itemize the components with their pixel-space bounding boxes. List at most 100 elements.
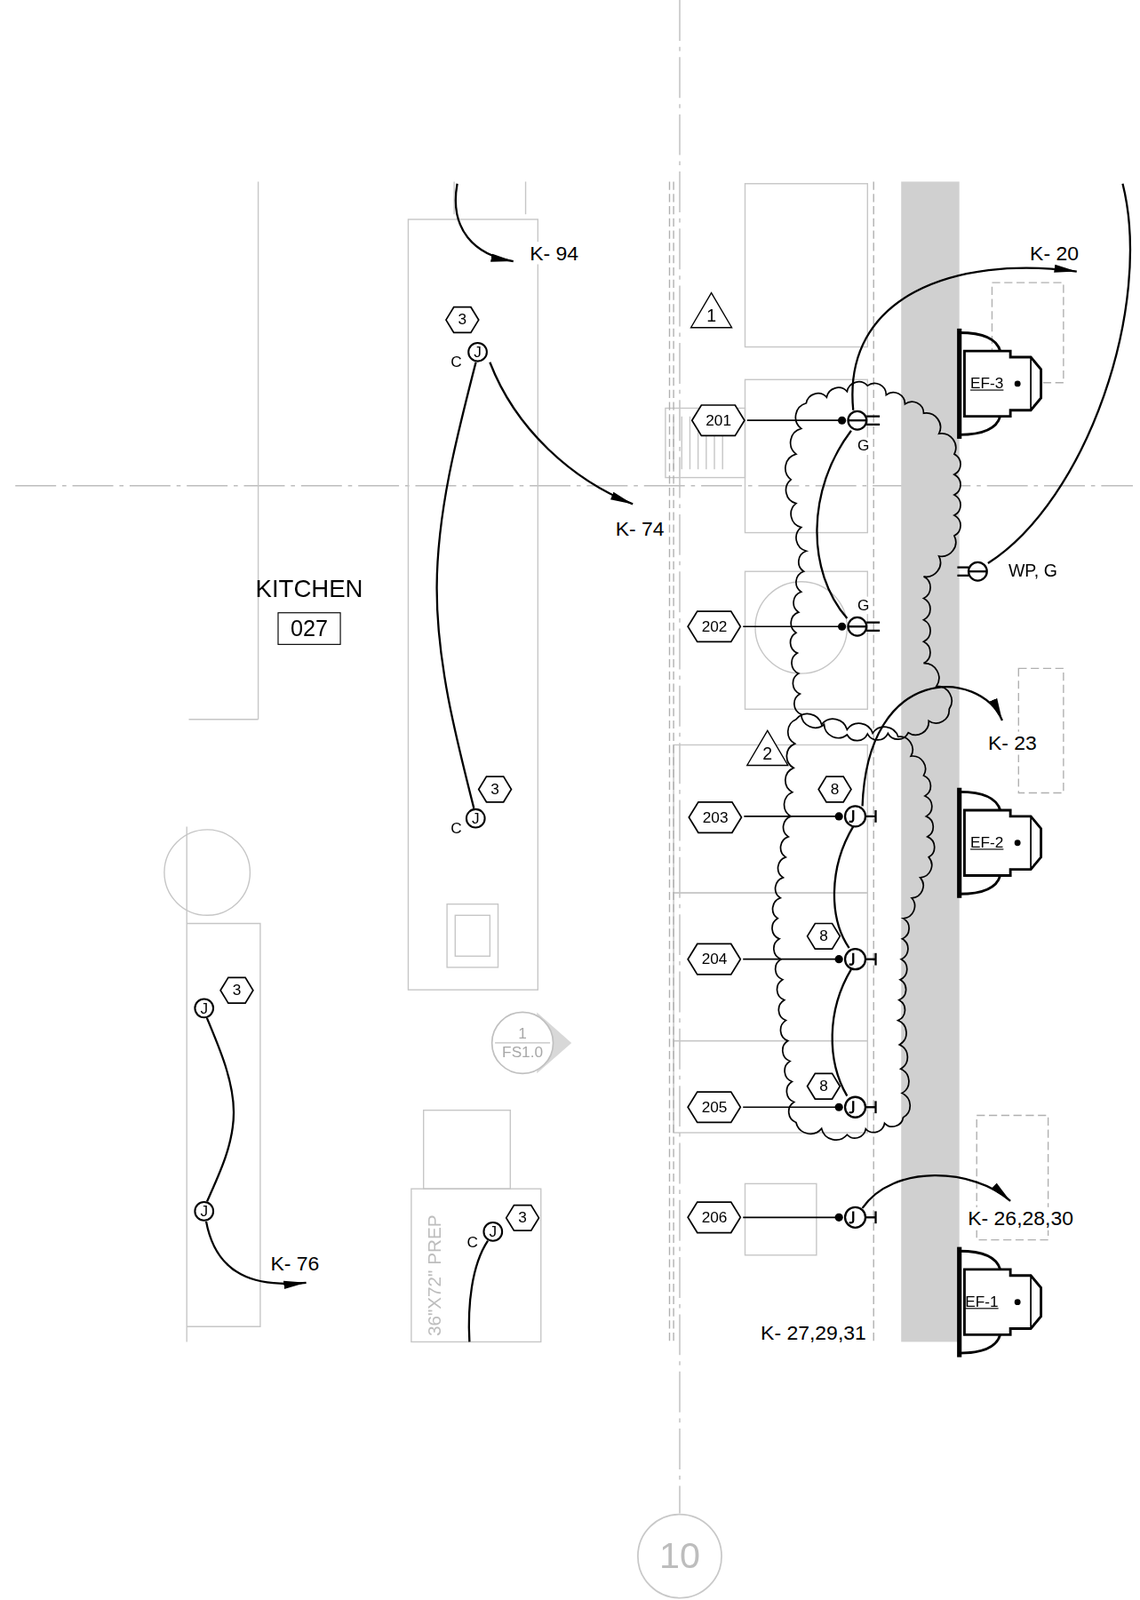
equipment-number: 206: [701, 1209, 728, 1227]
hexagon-outline: [692, 405, 745, 436]
power-connection: [865, 1216, 876, 1219]
faint-equipment: [673, 744, 868, 893]
faint-equipment: [164, 181, 868, 1342]
junction-letter: J: [199, 999, 208, 1017]
exhaust-fan: [959, 328, 1042, 1358]
section-text: 1: [518, 1025, 527, 1043]
fan-tag: EF-1: [963, 1293, 1001, 1311]
sheet-number: 10: [637, 1513, 723, 1599]
circuit-wire: [469, 1241, 488, 1343]
junction-box: J: [482, 1221, 503, 1243]
power-connection: [849, 810, 854, 822]
revision-number: 1: [706, 306, 717, 326]
equipment-number: 201: [705, 412, 732, 430]
revision-triangle: 1: [689, 292, 733, 329]
keynote-number: 8: [830, 780, 840, 798]
keynote-number: 8: [819, 927, 829, 945]
duplex-receptacle: [848, 625, 868, 628]
power-connection: [874, 1211, 877, 1224]
exhaust-fan: [959, 328, 1042, 439]
keynote-number: 3: [232, 981, 242, 999]
duplex-receptacle: [866, 423, 880, 426]
dashed-line: [672, 181, 674, 1342]
keynote-hexagon: 8: [805, 1072, 841, 1101]
leader-line: [742, 1106, 839, 1109]
junction-letter: J: [488, 1223, 497, 1241]
hexagon-outline: [687, 943, 741, 974]
room-text: 027: [277, 612, 342, 646]
section-symbol: [490, 1011, 554, 1075]
keynote-number: 8: [819, 1077, 829, 1095]
circle-outline: [194, 998, 214, 1018]
equipment-number: 202: [701, 618, 728, 636]
keynote-number: 3: [518, 1209, 527, 1227]
exhaust-fan: [956, 788, 962, 899]
circuit-wire: [816, 430, 851, 619]
dashed-line: [1018, 668, 1064, 793]
equipment-number: 204: [701, 950, 728, 968]
circle-outline: [466, 809, 486, 829]
faint-equipment: [454, 915, 490, 957]
dashed-line: [669, 181, 1063, 1342]
faint-equipment: [446, 904, 498, 968]
keynote-number: 3: [490, 780, 500, 798]
dashed-line: [873, 181, 875, 1342]
keynote-hexagon: 3: [219, 976, 255, 1005]
junction-box: J: [193, 1201, 215, 1222]
power-connection: [835, 812, 844, 821]
faint-equipment: [407, 219, 538, 990]
room-tag: KITCHEN027: [253, 573, 366, 646]
duplex-receptacle: [848, 411, 868, 431]
exhaust-fan: [959, 788, 1042, 899]
hexagon-outline: [478, 776, 512, 803]
duplex-receptacle: [968, 570, 988, 573]
power-connection: [835, 1097, 877, 1118]
dashed-line: [669, 181, 670, 1342]
faint-equipment: [186, 826, 188, 1342]
power-connection: [835, 805, 877, 827]
hexagon-outline: [807, 1073, 841, 1100]
exhaust-fan: [964, 810, 1041, 877]
junction-box: J: [465, 808, 487, 830]
duplex-receptacle: [848, 617, 868, 637]
duplex-receptacle: [837, 416, 846, 425]
triangle-outline: [691, 293, 733, 328]
circle-outline: [483, 1222, 503, 1242]
plan-label: WP, G: [1006, 561, 1061, 581]
equipment-tag: 201: [691, 404, 746, 438]
section-marker: 1FS1.0: [490, 1011, 554, 1075]
circuit-wire: [207, 1018, 234, 1203]
power-connection: [874, 810, 877, 823]
faint-equipment: [755, 581, 847, 674]
power-connection: [835, 805, 877, 1228]
power-connection: [849, 1211, 854, 1223]
faint-equipment: [257, 181, 259, 719]
junction-letter: J: [471, 810, 480, 828]
grid-line: [15, 0, 1133, 1514]
duplex-receptacle: [956, 562, 987, 582]
duplex-receptacle: [848, 419, 868, 422]
keynote-hexagon: 3: [478, 774, 513, 803]
exhaust-fan: [959, 1247, 1042, 1358]
duplex-receptacle: [866, 621, 880, 624]
leader-line: [747, 419, 843, 422]
power-connection: [874, 1100, 877, 1114]
section-circle: [492, 1012, 554, 1074]
exhaust-fan: [1014, 839, 1021, 846]
power-connection: [835, 1103, 844, 1112]
wall-band: [900, 181, 959, 1342]
faint-equipment: [453, 181, 455, 215]
faint-equipment: [744, 571, 868, 710]
keynote-hexagon: 3: [445, 305, 480, 334]
hexagon-outline: [818, 776, 852, 803]
revision-cloud: [785, 382, 961, 742]
power-connection: [865, 958, 876, 961]
duplex-receptacle: [956, 566, 969, 568]
hexagon-outline: [687, 1202, 741, 1233]
power-connection: [849, 953, 854, 965]
keynote-hexagon: 8: [805, 922, 841, 950]
